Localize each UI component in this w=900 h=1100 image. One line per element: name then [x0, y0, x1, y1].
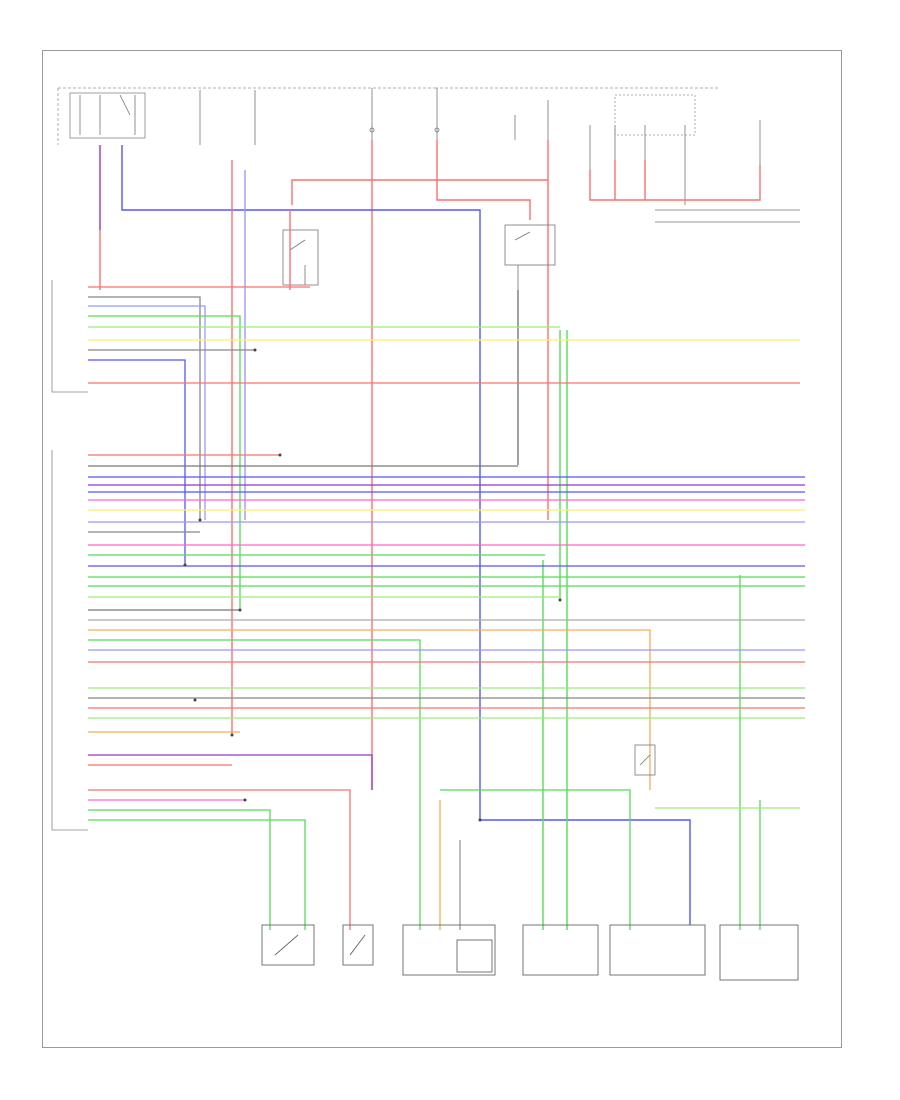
red-power-wires-top: [291, 140, 761, 790]
fuse-relay-box-top-left: [79, 94, 136, 135]
module-bottom-5: [609, 924, 706, 976]
relay-near-module-5: [634, 744, 656, 776]
switch-bottom-1: [261, 924, 315, 966]
upper-harness-wires: [88, 286, 800, 610]
control-unit-lower: [51, 450, 88, 831]
junction-dots: [183, 348, 562, 822]
module-bottom-4: [522, 924, 599, 976]
fuse-top-center-1: [369, 88, 375, 140]
module-bottom-6: [719, 924, 799, 981]
vertical-wires: [99, 145, 691, 930]
module-bottom-3: [402, 924, 496, 976]
relay-mid-left: [282, 229, 319, 286]
switch-bottom-2: [342, 924, 374, 966]
relay-mid-right: [504, 224, 556, 290]
green-feeds-bottom-right: [439, 575, 800, 930]
control-unit-upper: [51, 280, 88, 393]
fuse-top-center-2: [434, 88, 549, 140]
lower-harness-wires: [88, 454, 805, 930]
top-power-bus: [57, 87, 720, 145]
diagram-frame: [42, 50, 842, 1048]
fuse-column-top-left-2: [199, 90, 256, 145]
black-wires-top-right: [655, 209, 800, 223]
